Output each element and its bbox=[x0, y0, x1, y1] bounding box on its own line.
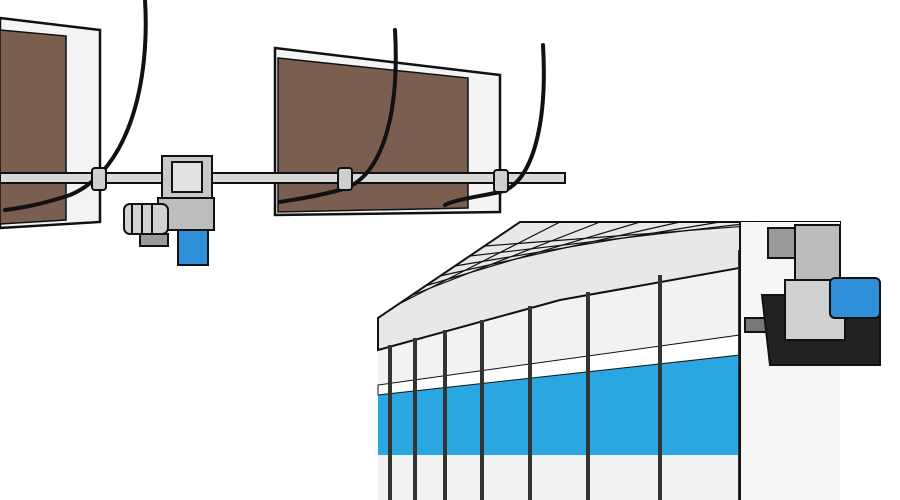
gear-motor-icon bbox=[123, 155, 215, 266]
greenhouse-wall-inset bbox=[377, 221, 881, 500]
inset-gear-motor-icon bbox=[744, 224, 881, 366]
left-cooling-pad bbox=[0, 16, 102, 230]
rod-clamps bbox=[91, 167, 509, 193]
drive-rod bbox=[0, 172, 566, 184]
